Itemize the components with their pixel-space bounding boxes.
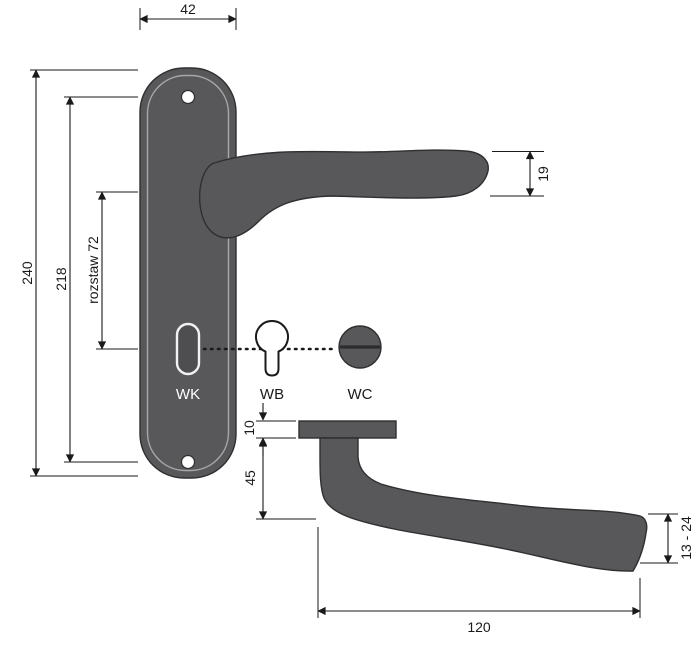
label-wb: WB bbox=[260, 386, 284, 403]
backplate-plate bbox=[139, 67, 237, 479]
dim-lever-length-120: 120 bbox=[317, 527, 641, 635]
dim-total-height-240: 240 bbox=[19, 69, 138, 477]
backplate-front-view bbox=[139, 67, 237, 479]
backplate-inner-outline bbox=[146, 74, 230, 472]
dim-neck-height-45: 45 bbox=[242, 437, 316, 520]
wb-profile-shape bbox=[255, 320, 289, 377]
dim-lever-length-label: 120 bbox=[467, 619, 491, 635]
extension-line bbox=[256, 420, 296, 439]
dim-tip-range-13-24: 13 - 24 bbox=[640, 513, 694, 564]
wc-turn-symbol: WC bbox=[338, 325, 382, 403]
dim-plate-width-label: 42 bbox=[180, 1, 196, 17]
rose-side-view bbox=[298, 420, 397, 439]
dim-hole-spacing-label: 218 bbox=[53, 267, 69, 291]
lever-front-view bbox=[198, 149, 489, 239]
label-wc: WC bbox=[348, 386, 373, 403]
dim-hole-spacing-218: 218 bbox=[53, 96, 138, 463]
extension-line bbox=[64, 96, 138, 463]
keyhole-wk bbox=[175, 322, 201, 376]
screw-hole-bottom bbox=[180, 454, 196, 470]
dim-rose-thickness-label: 10 bbox=[241, 420, 257, 436]
dim-plate-width-42: 42 bbox=[139, 1, 237, 30]
screw-hole-top bbox=[180, 89, 196, 105]
dim-total-height-label: 240 bbox=[19, 261, 35, 285]
extension-line bbox=[490, 151, 544, 197]
dim-axis-spacing-label: rozstaw 72 bbox=[85, 236, 101, 304]
extension-line bbox=[30, 69, 138, 477]
dim-neck-height-label: 45 bbox=[242, 470, 258, 486]
lever-side-profile bbox=[319, 437, 648, 572]
euro-cylinder-symbol-wb: WB bbox=[255, 320, 289, 403]
lever-side-view bbox=[298, 420, 648, 572]
label-wk: WK bbox=[176, 386, 200, 403]
dim-rose-thickness-10: 10 bbox=[241, 403, 296, 456]
dim-axis-spacing-72: rozstaw 72 bbox=[85, 191, 138, 350]
dim-lever-profile-19: 19 bbox=[490, 150, 551, 197]
dim-lever-profile-label: 19 bbox=[535, 166, 551, 182]
dim-tip-range-label: 13 - 24 bbox=[678, 516, 694, 560]
